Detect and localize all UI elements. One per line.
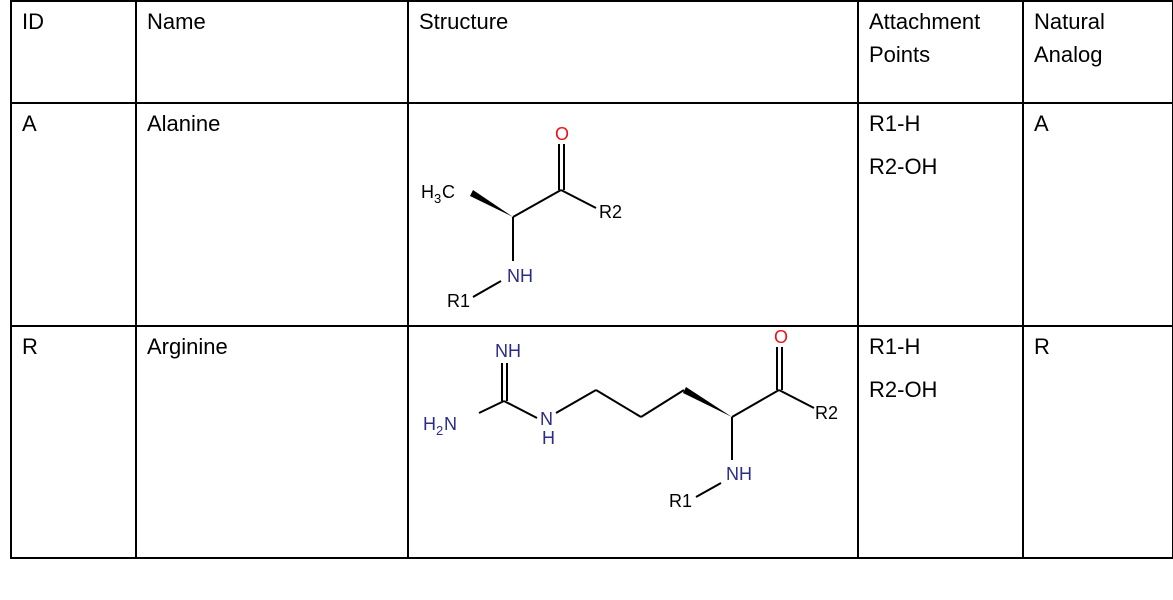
cell-structure: NH H 2 N N H O R2 NH R1 [407, 325, 859, 559]
bond-carbonyl-r2 [560, 189, 597, 209]
atom-nh-label: NH [507, 266, 533, 286]
header-attachment-line1: Attachment [869, 9, 981, 34]
cell-id: R [10, 325, 137, 559]
table-row: A Alanine O H 3 C R2 NH R1 [10, 102, 1173, 327]
bond-calpha-carbonyl [512, 189, 562, 218]
header-row: ID Name Structure Attachment Points Natu… [10, 0, 1173, 104]
cell-natural-analog: R [1022, 325, 1173, 559]
atom-h2n-h-label: H [423, 414, 436, 434]
atom-o-label: O [774, 327, 788, 347]
natural-analog-text: A [1034, 111, 1049, 136]
attachment-point-r1: R1-H [869, 111, 921, 136]
header-analog-line1: Natural [1034, 9, 1105, 34]
attachment-point-r2: R2-OH [869, 154, 938, 179]
table-row: R Arginine [10, 325, 1173, 559]
row-name-text: Alanine [147, 111, 221, 136]
cell-attachment-points: R1-H R2-OH [857, 102, 1024, 327]
cell-natural-analog: A [1022, 102, 1173, 327]
cell-structure: O H 3 C R2 NH R1 [407, 102, 859, 327]
row-name-text: Arginine [147, 334, 228, 359]
atom-ne-label: N [540, 409, 553, 429]
wedge-bond-methyl [470, 190, 513, 217]
bond-calpha-carbonyl [731, 389, 780, 418]
document-frame: ID Name Structure Attachment Points Natu… [10, 0, 1173, 600]
header-name-text: Name [147, 9, 206, 34]
attachment-points-list: R1-H R2-OH [859, 327, 1022, 406]
attachment-point-r2: R2-OH [869, 377, 938, 402]
header-structure-text: Structure [419, 9, 509, 34]
bond-cz-ne [503, 400, 538, 419]
cell-id: A [10, 102, 137, 327]
bond-cz-h2n [478, 400, 505, 414]
header-analog-text: Natural Analog [1024, 2, 1172, 71]
atom-nh-top-label: NH [495, 341, 521, 361]
row-id-text: A [22, 111, 37, 136]
atom-h3c-subscript: 3 [434, 191, 441, 206]
atom-r1-label: R1 [447, 291, 470, 311]
bond-carbonyl-r2 [778, 389, 815, 409]
atom-r2-label: R2 [815, 403, 838, 423]
bond-ne-cd [555, 389, 597, 414]
header-structure: Structure [407, 0, 859, 104]
wedge-bond-side-chain [683, 387, 732, 417]
atom-o-label: O [555, 124, 569, 144]
row-id-text: R [22, 334, 38, 359]
natural-analog-text: R [1034, 334, 1050, 359]
attachment-points-list: R1-H R2-OH [859, 104, 1022, 183]
arginine-structure-image: NH H 2 N N H O R2 NH R1 [423, 327, 838, 511]
header-attachment-text: Attachment Points [859, 2, 1022, 71]
header-natural-analog: Natural Analog [1022, 0, 1173, 104]
bond-n-r1 [472, 280, 502, 298]
header-attachment-line2: Points [869, 42, 931, 67]
bond-cg-cb [640, 389, 685, 418]
attachment-point-r1: R1-H [869, 334, 921, 359]
header-analog-line2: Analog [1034, 42, 1103, 67]
header-attachment-points: Attachment Points [857, 0, 1024, 104]
cell-name: Alanine [135, 102, 409, 327]
header-id: ID [10, 0, 137, 104]
atom-ne-h-label: H [542, 428, 555, 448]
bond-n-r1 [695, 482, 722, 498]
header-name: Name [135, 0, 409, 104]
atom-r2-label: R2 [599, 202, 622, 222]
atom-h3c-c-label: C [442, 182, 455, 202]
cell-name: Arginine [135, 325, 409, 559]
atom-h3c-h-label: H [421, 182, 434, 202]
alanine-structure-image: O H 3 C R2 NH R1 [421, 124, 622, 311]
cell-attachment-points: R1-H R2-OH [857, 325, 1024, 559]
amino-acid-table: ID Name Structure Attachment Points Natu… [10, 0, 1173, 559]
bond-cd-cg [595, 389, 642, 418]
header-id-text: ID [22, 9, 44, 34]
atom-nh-label: NH [726, 464, 752, 484]
atom-h2n-n-label: N [444, 414, 457, 434]
atom-r1-label: R1 [669, 491, 692, 511]
atom-h2n-subscript: 2 [436, 423, 443, 438]
